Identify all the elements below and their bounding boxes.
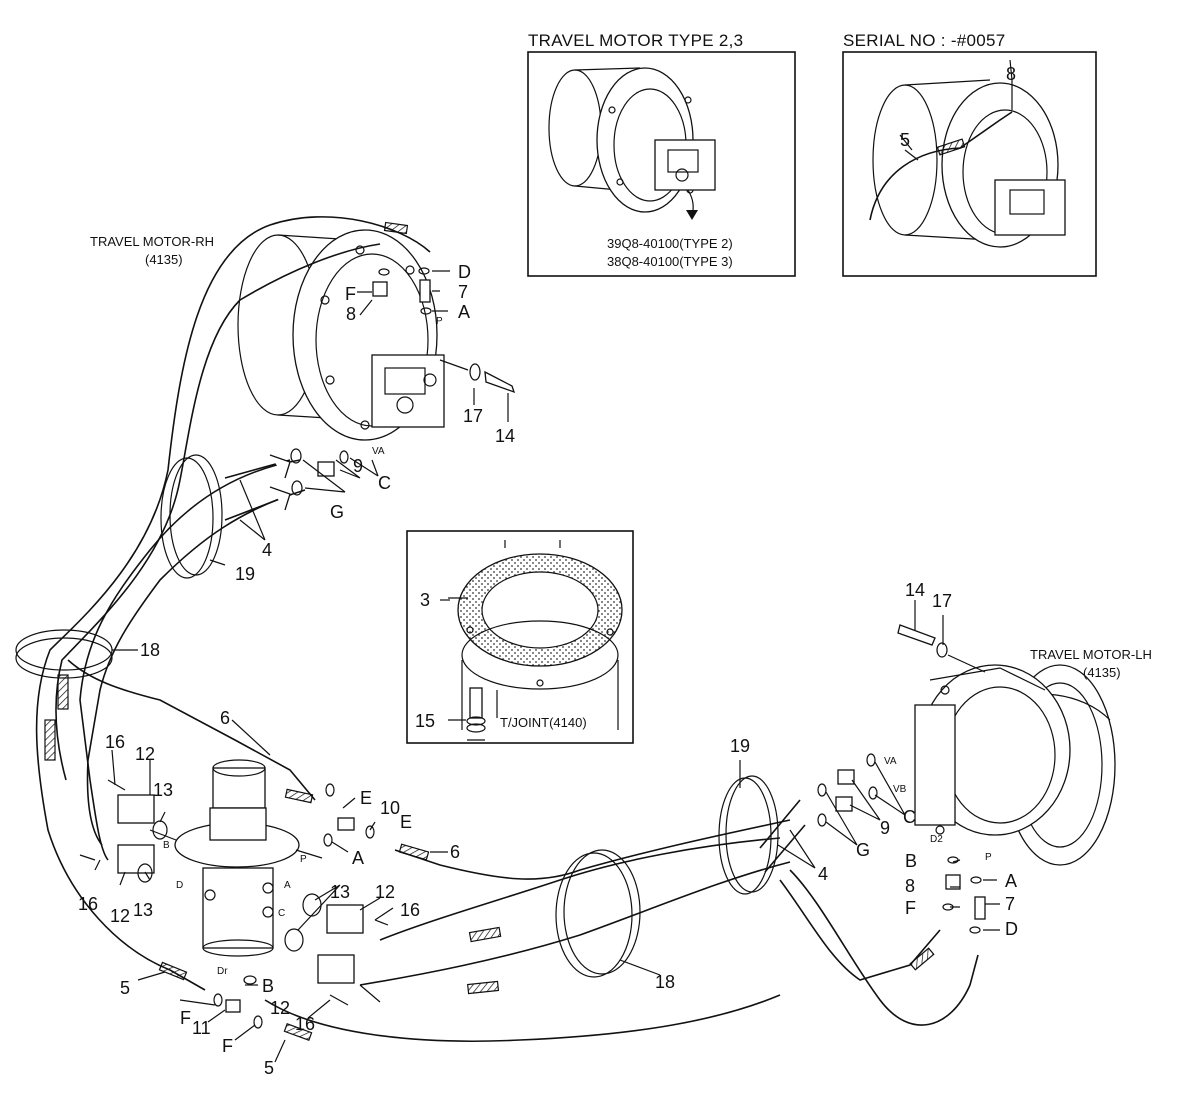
port-mark-p-lh: P xyxy=(985,852,992,863)
callout-11: 11 xyxy=(192,1018,211,1038)
port-mark-p-joint: P xyxy=(300,854,307,865)
turning-joint-label: T/JOINT(4140) xyxy=(500,715,587,730)
callout-13-center: 13 xyxy=(330,882,350,902)
callout-4-lh: 4 xyxy=(818,864,828,884)
callout-13-lower-left: 13 xyxy=(133,900,153,920)
callout-14-rh: 14 xyxy=(495,426,515,446)
labels: TRAVEL MOTOR TYPE 2,3 SERIAL NO : -#0057… xyxy=(78,31,1152,1078)
travel-motor-rh-label: TRAVEL MOTOR-RH xyxy=(90,234,214,249)
part-number-type-3: 38Q8-40100(TYPE 3) xyxy=(607,254,733,269)
callout-12-upper-left: 12 xyxy=(135,744,155,764)
inset-type-title: TRAVEL MOTOR TYPE 2,3 xyxy=(528,31,743,50)
callout-7-lh: 7 xyxy=(1005,894,1015,914)
callout-12-lower-left: 12 xyxy=(110,906,130,926)
callout-G-rh: G xyxy=(330,502,344,522)
travel-motor-lh-drawing xyxy=(897,624,1116,866)
callout-5-bottom: 5 xyxy=(264,1058,274,1078)
inset-serial-no xyxy=(842,51,1097,277)
port-mark-dr-joint: Dr xyxy=(217,966,228,977)
callout-B-joint: B xyxy=(262,976,274,996)
callout-18-center: 18 xyxy=(655,972,675,992)
callout-F-rh: F xyxy=(345,284,356,304)
hoses xyxy=(15,216,986,1042)
turning-joint-drawing xyxy=(149,759,323,957)
callout-B-lh: B xyxy=(905,851,917,871)
callout-F-lower-left: F xyxy=(180,1008,191,1028)
callout-7-rh: 7 xyxy=(458,282,468,302)
travel-motor-rh-drawing xyxy=(237,229,516,441)
port-mark-b-joint: B xyxy=(163,840,170,851)
callout-3: 3 xyxy=(420,590,430,610)
callout-6-lower: 6 xyxy=(450,842,460,862)
port-mark-a-joint: A xyxy=(284,880,291,891)
port-mark-va-rh: VA xyxy=(372,446,385,457)
port-mark-d2-lh: D2 xyxy=(930,834,943,845)
callout-14-lh: 14 xyxy=(905,580,925,600)
callout-G-lh: G xyxy=(856,840,870,860)
callout-F-lh: F xyxy=(905,898,916,918)
callout-8-rh: 8 xyxy=(346,304,356,324)
inset-travel-motor-type xyxy=(527,51,796,277)
callout-16-upper-left: 16 xyxy=(105,732,125,752)
callout-F-lower-center: F xyxy=(222,1036,233,1056)
callout-17-lh: 17 xyxy=(932,591,952,611)
callout-12-center-lower: 12 xyxy=(270,998,290,1018)
callout-9-lh: 9 xyxy=(880,818,890,838)
travel-motor-rh-code: (4135) xyxy=(145,252,183,267)
callout-A-lh: A xyxy=(1005,871,1017,891)
callout-12-center-upper: 12 xyxy=(375,882,395,902)
callout-19-lh: 19 xyxy=(730,736,750,756)
callout-8-lh: 8 xyxy=(905,876,915,896)
callout-13-upper-left: 13 xyxy=(153,780,173,800)
port-mark-va-lh: VA xyxy=(884,756,897,767)
port-mark-d-joint: D xyxy=(176,880,183,891)
callout-16-center-lower: 16 xyxy=(295,1014,315,1034)
callout-C-rh: C xyxy=(378,473,391,493)
port-mark-p-rh: P xyxy=(436,316,443,327)
callout-9-rh: 9 xyxy=(353,456,363,476)
callout-C-lh: C xyxy=(903,807,916,827)
leader-lines xyxy=(94,59,1013,1063)
callout-D-rh: D xyxy=(458,262,471,282)
callout-19-rh: 19 xyxy=(235,564,255,584)
callout-10: 10 xyxy=(380,798,400,818)
travel-motor-lh-label: TRAVEL MOTOR-LH xyxy=(1030,647,1152,662)
callout-8-inset: 8 xyxy=(1006,64,1016,84)
callout-E-lower: E xyxy=(400,812,412,832)
callout-5-inset: 5 xyxy=(900,130,910,150)
callout-4-rh: 4 xyxy=(262,540,272,560)
callout-17-rh: 17 xyxy=(463,406,483,426)
port-mark-vb-lh: VB xyxy=(893,784,907,795)
travel-motor-lh-code: (4135) xyxy=(1083,665,1121,680)
callout-A-rh: A xyxy=(458,302,470,322)
callout-16-center-upper: 16 xyxy=(400,900,420,920)
callout-15: 15 xyxy=(415,711,435,731)
callout-5-left: 5 xyxy=(120,978,130,998)
callout-18-left: 18 xyxy=(140,640,160,660)
inset-turning-joint xyxy=(406,530,634,744)
part-number-type-2: 39Q8-40100(TYPE 2) xyxy=(607,236,733,251)
callout-16-lower-left: 16 xyxy=(78,894,98,914)
port-mark-c-joint: C xyxy=(278,908,285,919)
callout-D-lh: D xyxy=(1005,919,1018,939)
callout-A-joint: A xyxy=(352,848,364,868)
callout-E-upper: E xyxy=(360,788,372,808)
inset-serial-title: SERIAL NO : -#0057 xyxy=(843,31,1006,50)
callout-6-upper: 6 xyxy=(220,708,230,728)
